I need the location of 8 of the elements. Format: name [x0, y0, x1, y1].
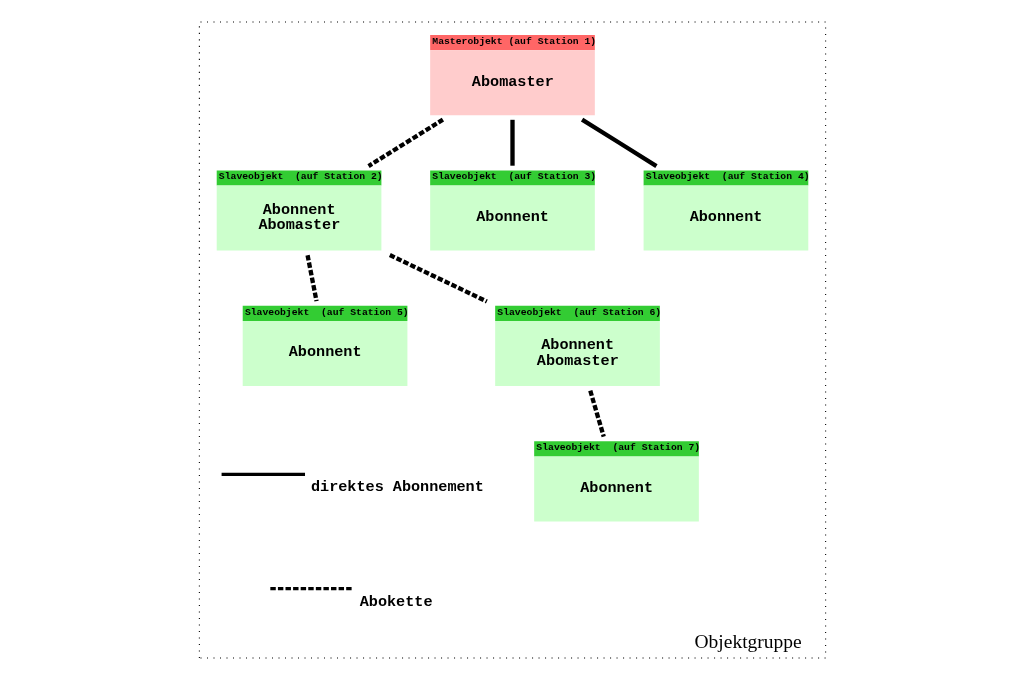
- connector: [587, 389, 606, 437]
- connector: [366, 117, 444, 168]
- connector: [388, 252, 488, 303]
- legend-label: direktes Abonnement: [310, 477, 484, 496]
- connector: [580, 117, 658, 168]
- connector: [509, 119, 515, 166]
- connector: [304, 254, 319, 302]
- legend-label: Abokette: [359, 592, 432, 611]
